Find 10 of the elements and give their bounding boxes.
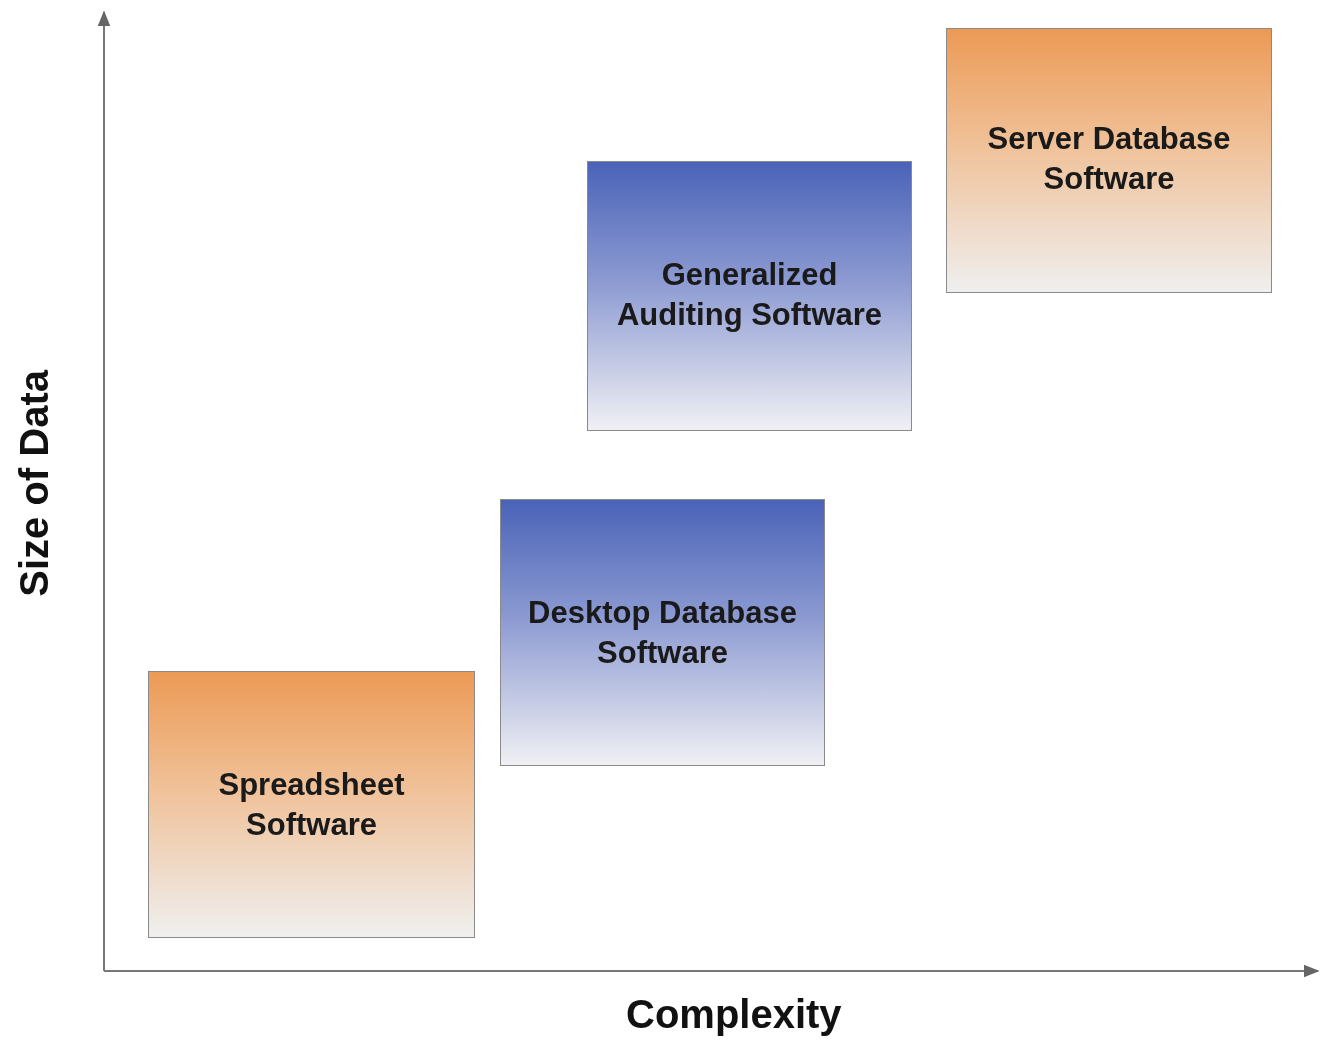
box-label: Spreadsheet Software: [217, 766, 406, 844]
box-label: Server Database Software: [986, 120, 1232, 198]
software-box: [946, 28, 1272, 293]
software-box: [587, 161, 912, 431]
y-axis-title: Size of Data: [12, 370, 57, 597]
x-axis-title: Complexity: [626, 992, 842, 1037]
box-label: Generalized Auditing Software: [615, 256, 884, 334]
software-box: [500, 499, 825, 766]
box-label: Desktop Database Software: [527, 594, 798, 672]
software-box: [148, 671, 475, 938]
